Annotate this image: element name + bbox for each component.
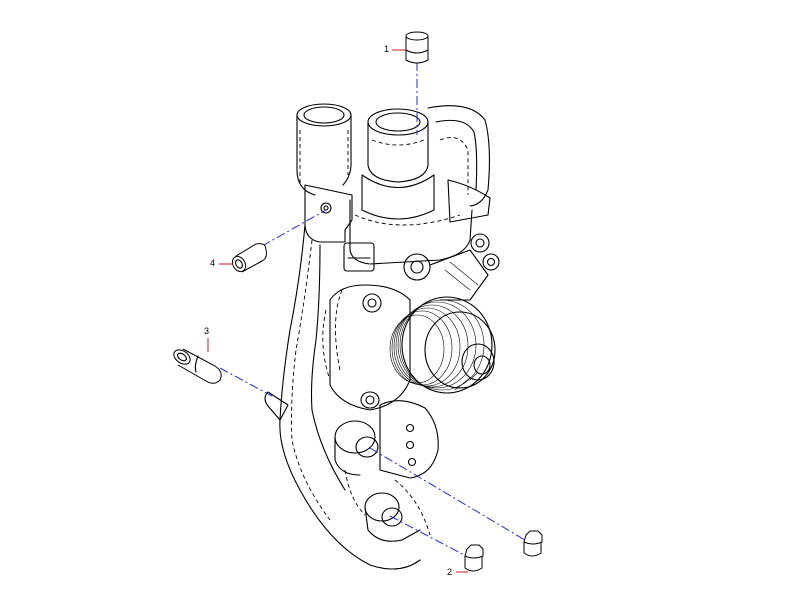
axis-2 xyxy=(389,515,471,559)
part-1-sleeve xyxy=(392,31,429,64)
part-2-plug-secondary xyxy=(523,530,543,557)
axis-4 xyxy=(261,209,327,247)
axis-lower-right xyxy=(369,447,531,544)
part-3-pipe xyxy=(173,338,222,384)
callout-4: 4 xyxy=(210,258,216,268)
water-pump-housing xyxy=(264,103,500,570)
pulley xyxy=(389,296,496,394)
callout-2: 2 xyxy=(447,567,453,577)
part-2-plug xyxy=(456,544,484,573)
callout-3: 3 xyxy=(204,326,210,336)
part-4-dowel xyxy=(219,243,267,273)
assembly-axes xyxy=(219,62,531,559)
axis-3 xyxy=(219,367,273,397)
callout-1: 1 xyxy=(384,44,390,54)
